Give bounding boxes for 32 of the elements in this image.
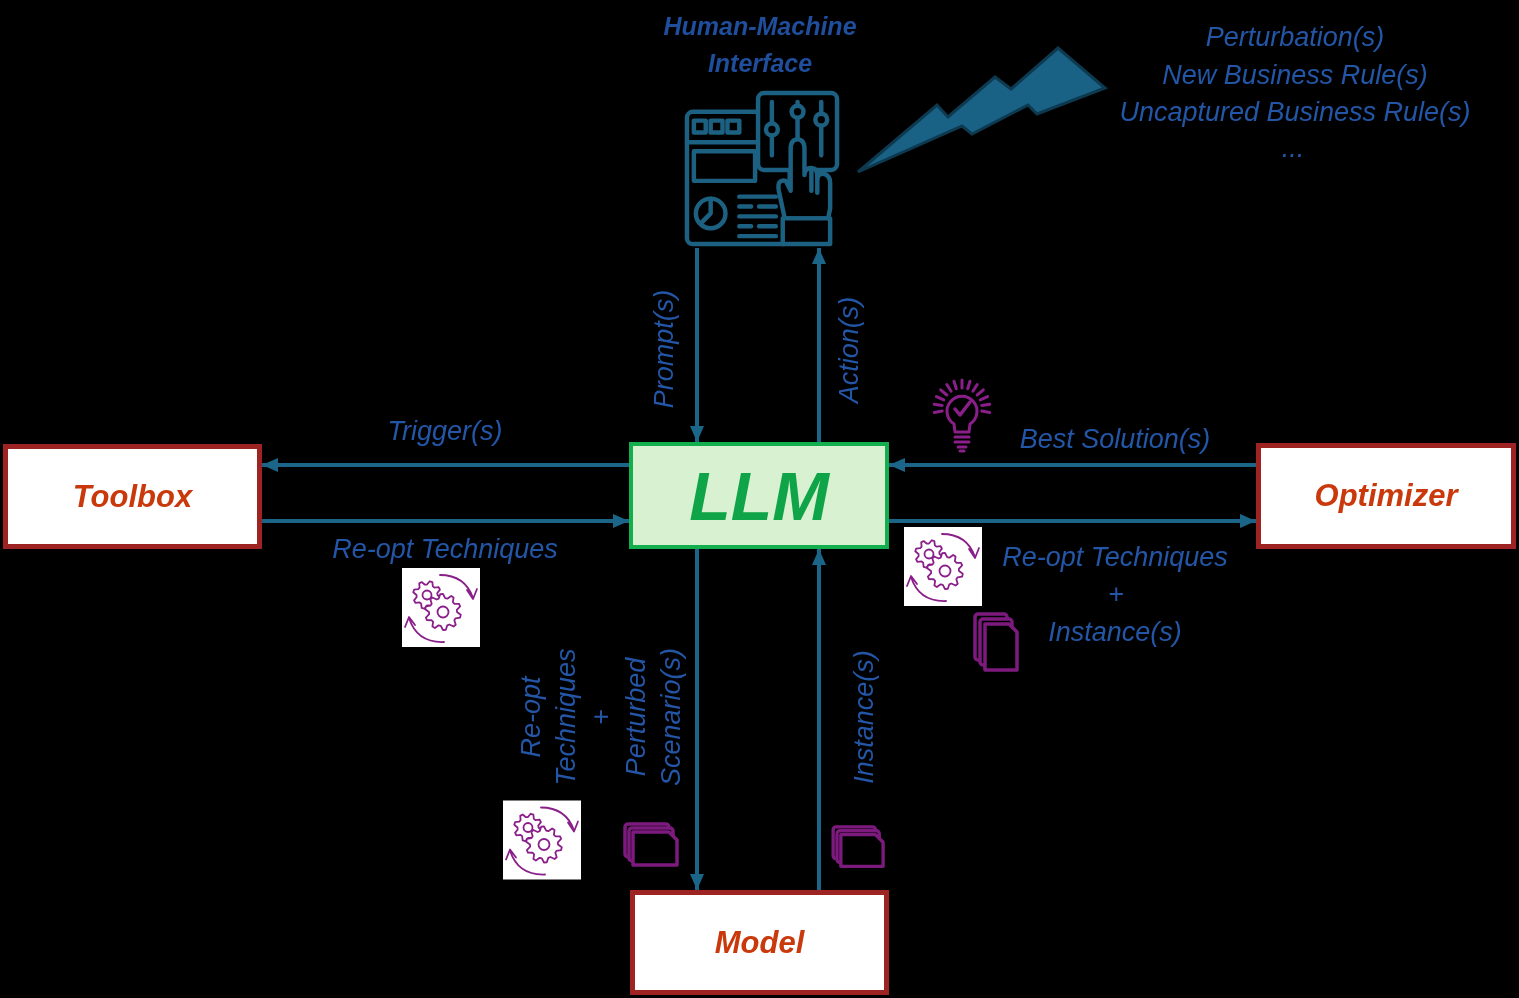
arrow <box>262 514 629 528</box>
arrow <box>889 458 1256 472</box>
annotation-text: Instance(s) <box>1048 616 1182 648</box>
edge-label: Re-opt Techniques <box>1002 541 1228 573</box>
process-box <box>3 444 262 549</box>
lightning-bolt <box>855 45 1108 176</box>
node-label: Optimizer <box>1314 478 1458 514</box>
annotation-text: Uncaptured Business Rule(s) <box>1119 96 1471 128</box>
edge-label: Trigger(s) <box>387 415 503 447</box>
annotation-text: New Business Rule(s) <box>1162 59 1428 91</box>
annotation-text: Perturbation(s) <box>1205 21 1385 53</box>
node-label: Model <box>714 924 805 961</box>
central-process-box <box>629 442 889 549</box>
edge-label: Re-opt Techniques + Perturbed Scenario(s) <box>514 647 687 789</box>
node-label: Toolbox <box>72 478 193 515</box>
annotation-text: + <box>1108 578 1124 610</box>
arrow <box>889 514 1256 528</box>
node-heading: Human-Machine Interface <box>662 11 858 79</box>
process-box <box>630 890 889 995</box>
arrow <box>812 549 826 890</box>
edge-label: Re-opt Techniques <box>332 533 558 565</box>
arrow <box>690 248 704 442</box>
edge-label: Prompt(s) <box>648 289 680 409</box>
annotation-text: ... <box>1281 132 1305 164</box>
edge-label: Best Solution(s) <box>1019 423 1211 455</box>
arrow <box>690 549 704 890</box>
arrow <box>812 248 826 442</box>
arrow <box>262 458 629 472</box>
node-label: LLM <box>689 459 829 532</box>
process-box <box>1256 443 1516 549</box>
edge-label: Action(s) <box>833 296 865 404</box>
edge-label: Instance(s) <box>848 650 880 784</box>
